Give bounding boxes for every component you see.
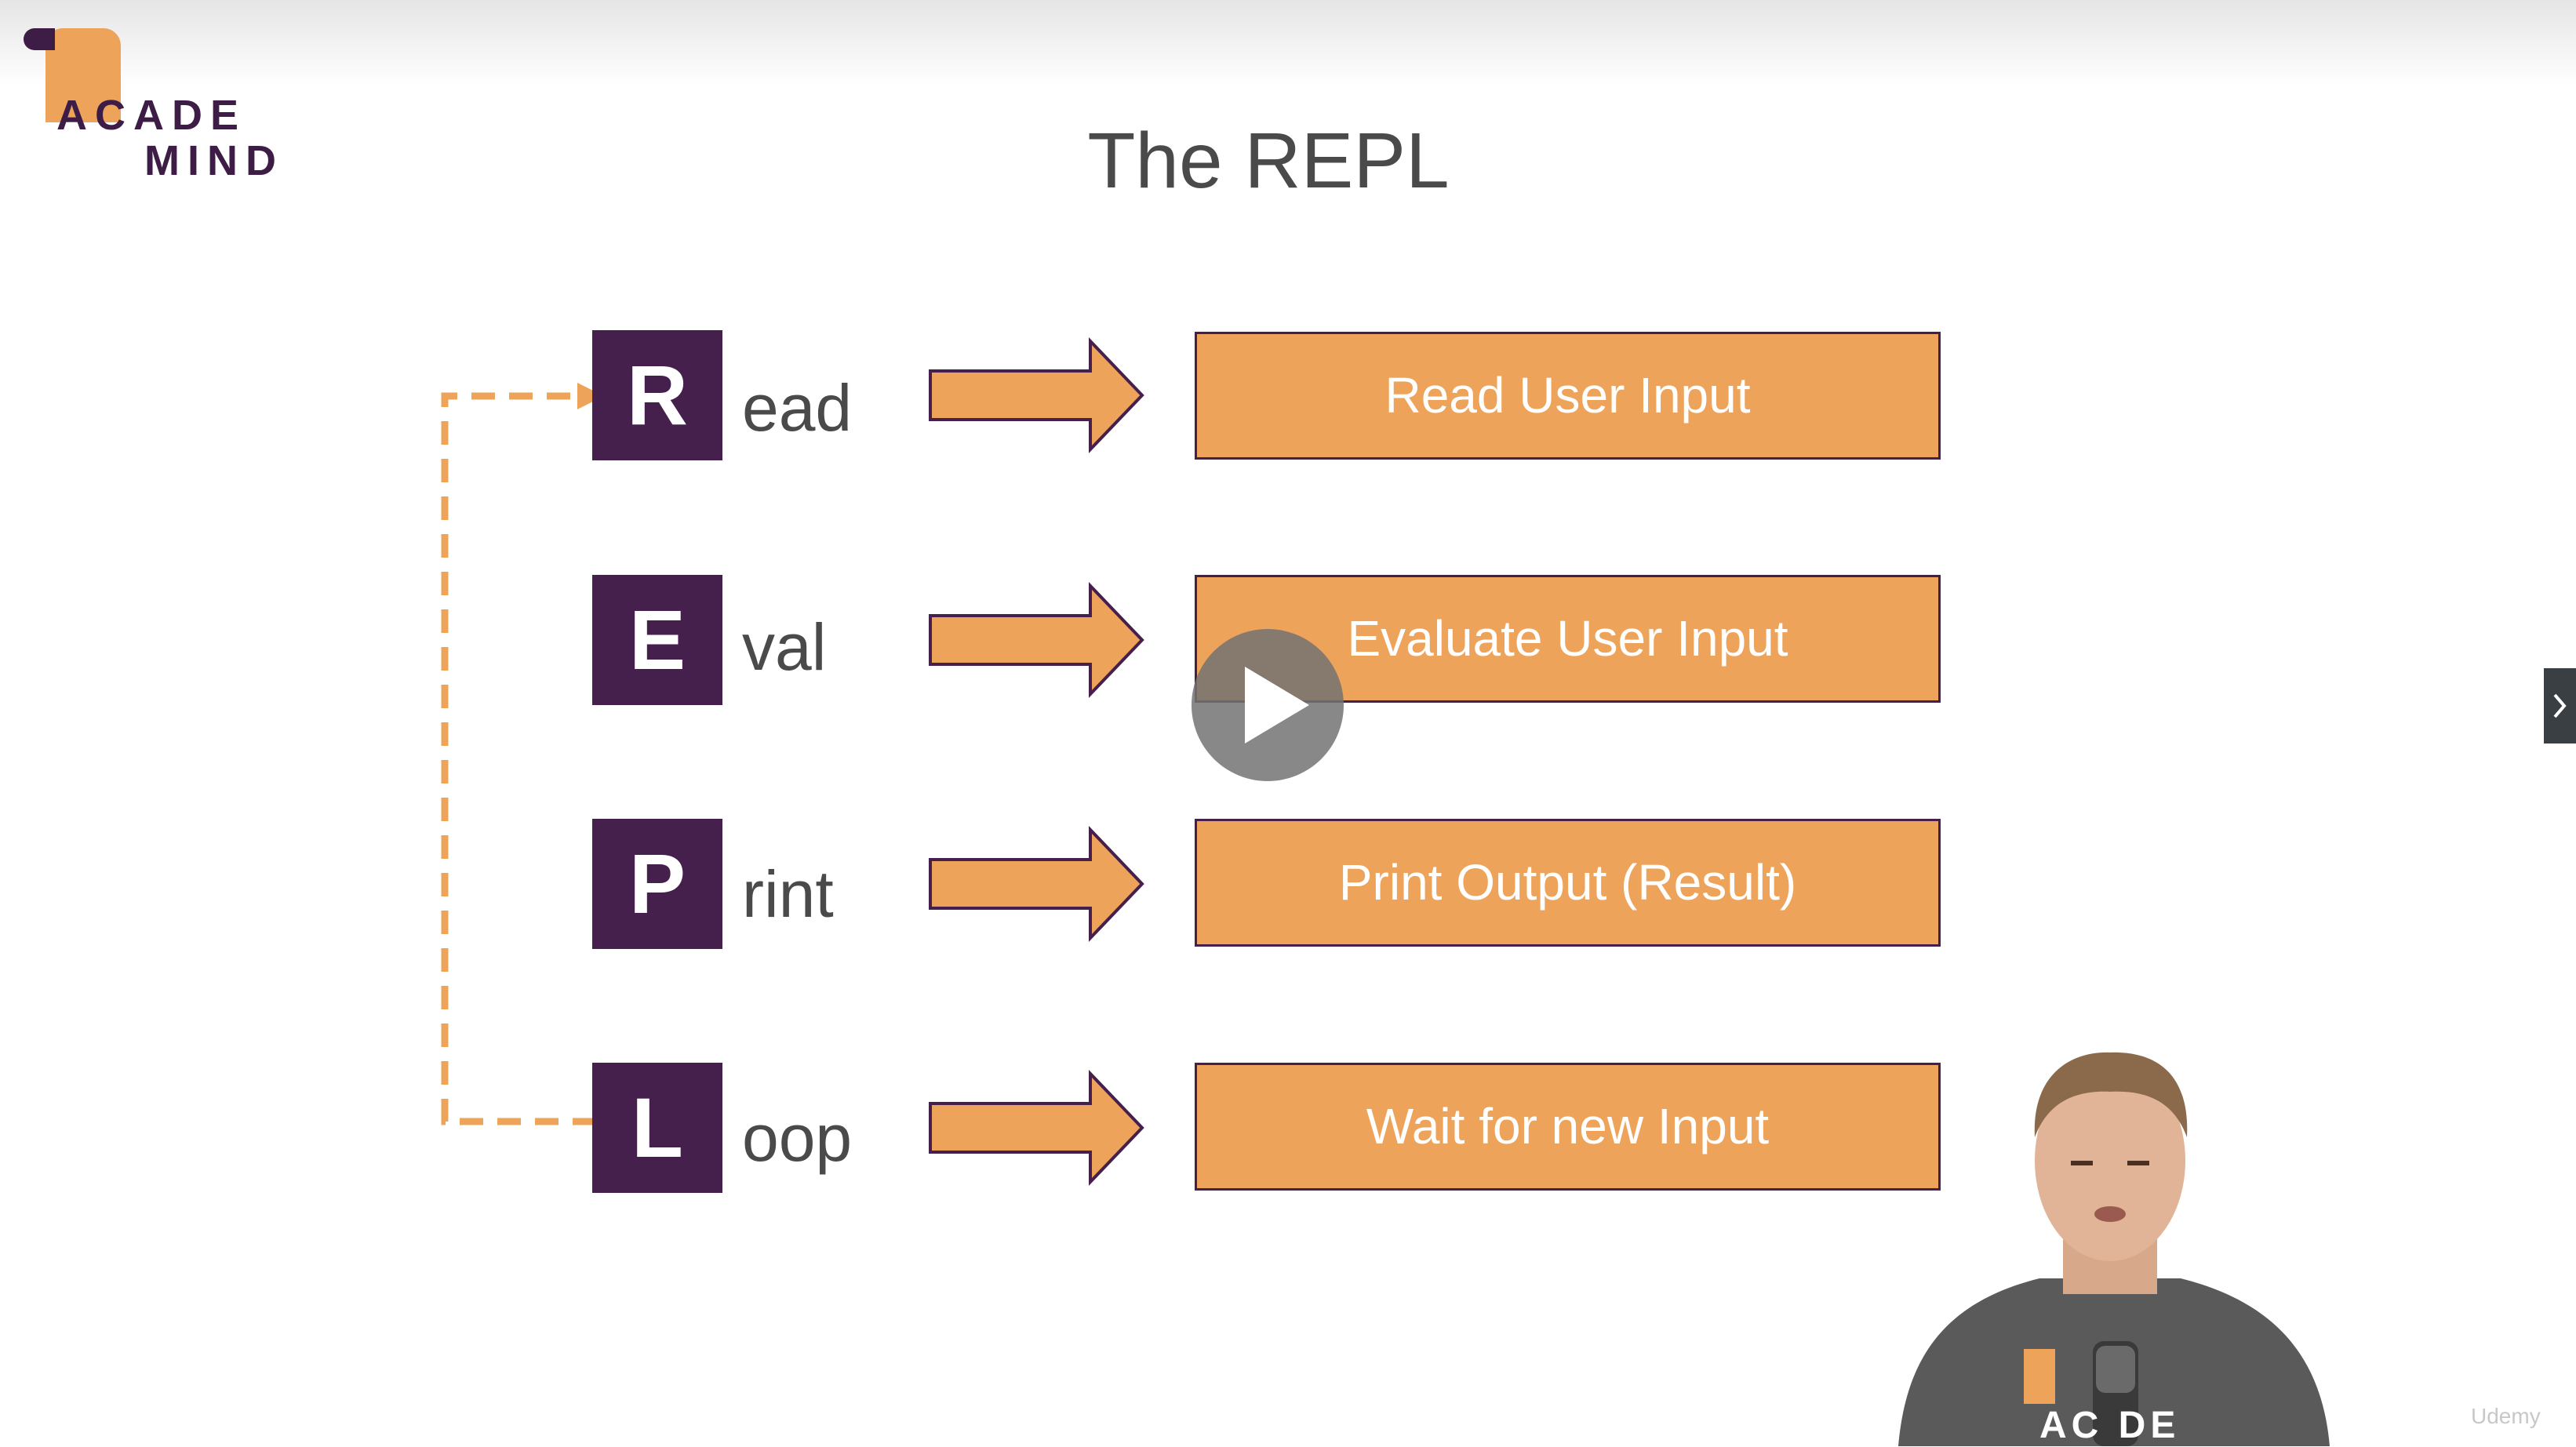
letter-r-box: R — [592, 330, 722, 460]
play-button[interactable] — [1192, 629, 1344, 781]
udemy-watermark: Udemy — [2471, 1404, 2541, 1428]
logo-text-line2: MIND — [144, 137, 284, 184]
letter-l-box: L — [592, 1063, 722, 1193]
letter-e-box: E — [592, 575, 722, 705]
chevron-right-icon — [2553, 693, 2567, 718]
arrow-right-icon — [929, 1070, 1144, 1186]
row-print-suffix: rint — [742, 857, 834, 931]
action-read-user-input: Read User Input — [1195, 332, 1941, 460]
slide-title: The REPL — [1087, 117, 1450, 205]
row-read-suffix: ead — [742, 371, 853, 445]
arrow-right-icon — [929, 582, 1144, 698]
arrow-right-icon — [929, 337, 1144, 453]
presenter-shirt-text: AC DE — [2039, 1405, 2181, 1446]
logo-flag-icon — [24, 28, 121, 122]
row-eval-suffix: val — [742, 610, 827, 684]
letter-p-box: P — [592, 819, 722, 949]
play-icon — [1245, 667, 1309, 743]
loop-back-arrow — [441, 383, 604, 1125]
logo-text-line1: ACADE — [56, 92, 247, 139]
presenter-video — [1898, 1052, 2330, 1446]
next-lecture-tab[interactable] — [2544, 668, 2576, 743]
academind-logo: ACADE MIND — [22, 28, 289, 185]
row-loop-suffix: oop — [742, 1101, 853, 1175]
action-wait-for-new-input: Wait for new Input — [1195, 1063, 1941, 1191]
action-print-output: Print Output (Result) — [1195, 819, 1941, 947]
arrow-right-icon — [929, 826, 1144, 942]
top-gradient — [0, 0, 2576, 86]
